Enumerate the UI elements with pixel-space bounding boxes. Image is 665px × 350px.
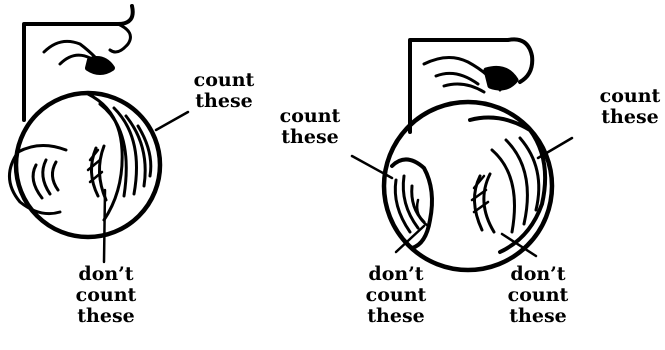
left-count-label: count these bbox=[190, 70, 258, 112]
right-dont-count-left-line-2: count bbox=[360, 285, 432, 306]
right-count-right-line-2: these bbox=[596, 107, 664, 128]
left-figure bbox=[9, 6, 188, 262]
right-count-left-label: count these bbox=[276, 106, 344, 148]
left-dont-count-line-2: count bbox=[70, 285, 142, 306]
right-right-lobe bbox=[470, 118, 545, 252]
left-count-line-2: these bbox=[190, 91, 258, 112]
left-disc bbox=[16, 93, 160, 237]
right-dont-count-right-line-1: don’t bbox=[502, 264, 574, 285]
right-dont-count-right-line-3: these bbox=[502, 306, 574, 327]
right-dont-count-left-label: don’t count these bbox=[360, 264, 432, 327]
left-dont-count-line-1: don’t bbox=[70, 264, 142, 285]
right-count-right-line-1: count bbox=[596, 86, 664, 107]
right-figure bbox=[352, 39, 572, 270]
left-dont-count-leader bbox=[104, 190, 105, 262]
left-count-line-1: count bbox=[190, 70, 258, 91]
right-dont-count-left-line-3: these bbox=[360, 306, 432, 327]
right-count-left-line-2: these bbox=[276, 127, 344, 148]
left-flag bbox=[24, 6, 133, 120]
right-dont-count-right-line-2: count bbox=[502, 285, 574, 306]
right-dont-count-right-label: don’t count these bbox=[502, 264, 574, 327]
right-dont-count-left-line-1: don’t bbox=[360, 264, 432, 285]
right-count-left-line-1: count bbox=[276, 106, 344, 127]
left-dont-count-line-3: these bbox=[70, 306, 142, 327]
right-count-right-label: count these bbox=[596, 86, 664, 128]
left-count-leader bbox=[156, 112, 188, 130]
left-dont-count-label: don’t count these bbox=[70, 264, 142, 327]
left-flag-curl bbox=[110, 24, 130, 52]
